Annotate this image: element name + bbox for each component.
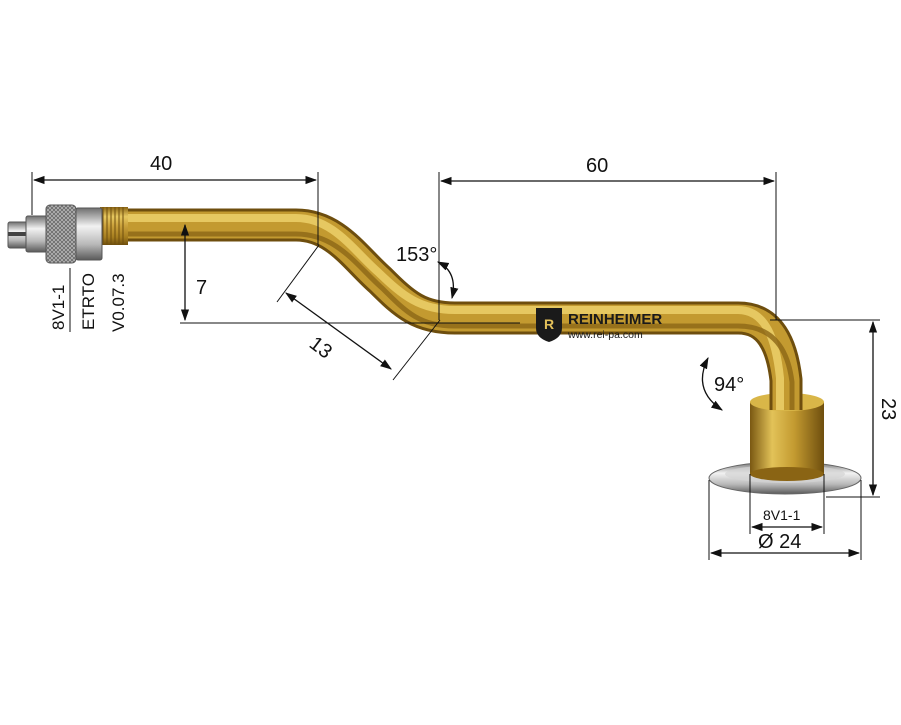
dimension-40-label: 40 [150,153,172,175]
valve-body: R REINHEIMER www.rei-pa.com [7,204,862,495]
dimension-23-label: 23 [877,398,899,420]
dimension-7-label: 7 [196,277,207,299]
valve-cap [7,204,103,264]
valve-markings: 8V1-1 ETRTO V0.07.3 [49,268,128,332]
dimension-24: Ø 24 [708,480,862,560]
dimension-60: 60 [438,155,777,320]
reinheimer-r-logo-icon [536,308,562,342]
dimension-23: 23 [770,319,899,498]
angle-153-label: 153° [396,244,437,266]
base-diameter-label: Ø 24 [758,531,801,553]
angle-94-label: 94° [714,374,744,396]
dimension-8v1: 8V1-1 [749,474,825,534]
angle-94: 94° [699,356,744,411]
brand-name: REINHEIMER [568,311,662,328]
etrto-label: ETRTO [79,273,98,330]
valve-code-marking: 8V1-1 [49,285,68,330]
dimension-40: 40 [31,153,319,245]
svg-text:R: R [544,316,554,332]
etrto-code: V0.07.3 [109,273,128,332]
dimension-13-label: 13 [305,332,336,363]
brand-website: www.rei-pa.com [567,329,643,341]
base-thread-label: 8V1-1 [763,507,801,523]
dimension-60-label: 60 [586,155,608,177]
reinheimer-logo: R REINHEIMER www.rei-pa.com [536,308,662,342]
thread-section [100,207,128,245]
angle-153: 153° [396,244,459,300]
base-cylinder [750,402,824,474]
